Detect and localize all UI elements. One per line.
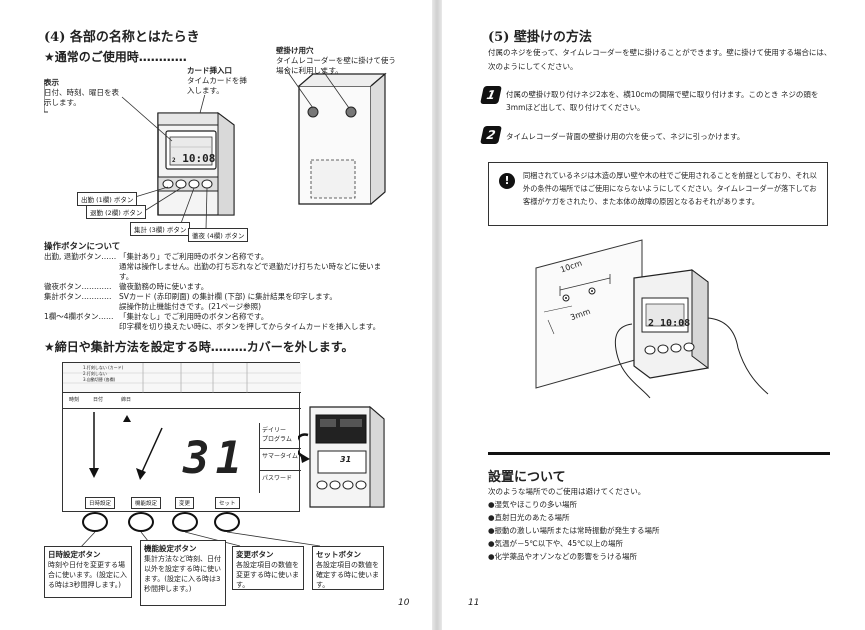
page-title: (5) 壁掛けの方法 [488, 30, 592, 45]
operation-row: 印字欄を切り換えたい時に、ボタンを押してからタイムカードを挿入します。 [119, 322, 381, 331]
intro-paragraph: 付属のネジを使って、タイムレコーダーを壁に掛けることができます。壁に掛けて使用す… [488, 48, 832, 71]
panel-arrows [89, 412, 163, 480]
list-item: ●気温が－5℃以下や、45℃以上の場所 [488, 539, 623, 548]
page-number: 11 [468, 598, 480, 608]
warning-icon: ! [499, 173, 515, 189]
datetime-setting-button[interactable] [82, 512, 108, 532]
step-2-text: タイムレコーダー背面の壁掛け用の穴を使って、ネジに引っかけます。 [506, 132, 745, 141]
panel-big-display: 31 [183, 433, 248, 484]
panel-mode-row: 時刻 日付 締日 [63, 393, 301, 409]
operation-row: 集計ボタン…………SVカード (赤印刷面) の集計欄 (下部) に集計結果を印字… [44, 292, 337, 301]
warning-text: 同梱されているネジは木造の厚い壁や木の柱でご使用されることを前提としており、それ… [523, 171, 817, 206]
change-button[interactable] [172, 512, 198, 532]
panel-top-text: 1.打刻しない (カード) 2.打刻しない 3.自動切替 (各欄) [83, 365, 124, 382]
shukei-button-tag: 集計 (3欄) ボタン [130, 222, 191, 236]
operation-list: 出勤, 退勤ボタン……「集計あり」でご利用時のボタン名称です。 通常は操作しませ… [44, 252, 389, 332]
warning-box: ! 同梱されているネジは木造の厚い壁や木の柱でご使用されることを前提としており、… [488, 162, 828, 226]
page-title: (4) 各部の名称とはたらき [44, 30, 200, 45]
step-1-text: 付属の壁掛け取り付けネジ2本を、横10cmの間隔で壁に取り付けます。このとき ネ… [506, 90, 819, 112]
change-callout: 変更ボタン 各設定項目の数値を変更する時に使います。 [232, 546, 304, 590]
install-heading: 設置について [488, 470, 566, 485]
panel-pointer-triangle [123, 415, 131, 422]
list-item: ●湿気やほこりの多い場所 [488, 500, 578, 509]
normal-use-heading: ★通常のご使用時………… [44, 50, 187, 64]
datetime-setting-callout: 日時設定ボタン 時刻や日付を変更する場合に使います。(設定に入る時は3秒間押しま… [44, 546, 132, 598]
set-callout: セットボタン 各設定項目の数値を確定する時に使います。 [312, 546, 384, 590]
front-display-text: 2 10:08 [172, 152, 216, 165]
operation-row: 通常は操作しません。出勤の打ち忘れなどで退勤だけ打ちたい時などに使います。 [119, 262, 382, 281]
settings-panel: 1.打刻しない (カード) 2.打刻しない 3.自動切替 (各欄) 時刻 日付 … [62, 362, 301, 513]
step-1-number: 1 [480, 86, 502, 104]
function-setting-callout: 機能設定ボタン 集計方法など時刻、日付以外を設定する時に使います。(設定に入る時… [140, 540, 226, 606]
panel-side-menu: デイリー プログラム サマータイム パスワード [259, 423, 301, 493]
time-recorder-front-illustration [121, 95, 235, 230]
operation-row: 誤操作防止機能付きです。(21ページ参照) [119, 302, 261, 311]
display-label: 表示 日付、時刻、曜日を表示します。 [44, 78, 119, 107]
card-slot-label: カード挿入口 タイムカードを挿入します。 [187, 66, 247, 95]
wall-mount-illustration [535, 239, 769, 399]
shukkin-button-tag: 出勤 (1欄) ボタン [77, 192, 138, 206]
list-item: ●化学薬品やオゾンなどの影響をうける場所 [488, 552, 638, 561]
wall-hole-label: 壁掛け用穴 タイムレコーダーを壁に掛けて使う場合に利用します。 [276, 46, 396, 75]
right-page: (5) 壁掛けの方法 付属のネジを使って、タイムレコーダーを壁に掛けることができ… [442, 0, 865, 630]
display-label-bracket [44, 79, 48, 113]
tetsuya-button-tag: 徹夜 (4欄) ボタン [188, 228, 249, 242]
time-recorder-back-illustration [285, 68, 387, 205]
book-gutter [432, 0, 442, 630]
page-number: 10 [398, 598, 410, 608]
panel-grid-lines [63, 363, 301, 393]
small-display-text: 31 [340, 455, 352, 464]
cover-heading: ★締日や集計方法を設定する時………カバーを外します。 [44, 340, 354, 354]
wall-device-display: 2 10:08 [648, 318, 691, 329]
panel-bottom-labels: 日時設定 機能設定 変更 セット [63, 495, 301, 513]
set-button[interactable] [214, 512, 240, 532]
operation-row: 出勤, 退勤ボタン……「集計あり」でご利用時のボタン名称です。 [44, 252, 269, 261]
left-page: (4) 各部の名称とはたらき ★通常のご使用時………… 表示 日付、時刻、曜日を… [0, 0, 432, 630]
step-2-number: 2 [480, 126, 502, 144]
list-item: ●振動の激しい場所または常時振動が発生する場所 [488, 526, 660, 535]
operation-row: 1欄～4欄ボタン……「集計なし」でご利用時のボタン名称です。 [44, 312, 269, 321]
operation-row: 徹夜ボタン…………徹夜勤務の時に使います。 [44, 282, 209, 291]
list-item: ●直射日光のあたる場所 [488, 513, 570, 522]
install-rule [488, 452, 830, 455]
operation-heading: 操作ボタンについて [44, 242, 121, 252]
taikin-button-tag: 退勤 (2欄) ボタン [86, 205, 147, 219]
install-bullet-list: ●湿気やほこりの多い場所 ●直射日光のあたる場所 ●振動の激しい場所または常時振… [488, 498, 830, 563]
panel-settings-table: 1.打刻しない (カード) 2.打刻しない 3.自動切替 (各欄) [63, 363, 301, 393]
function-setting-button[interactable] [128, 512, 154, 532]
time-recorder-cover-off-illustration [298, 405, 385, 508]
install-intro: 次のような場所でのご使用は避けてください。 [488, 487, 646, 496]
